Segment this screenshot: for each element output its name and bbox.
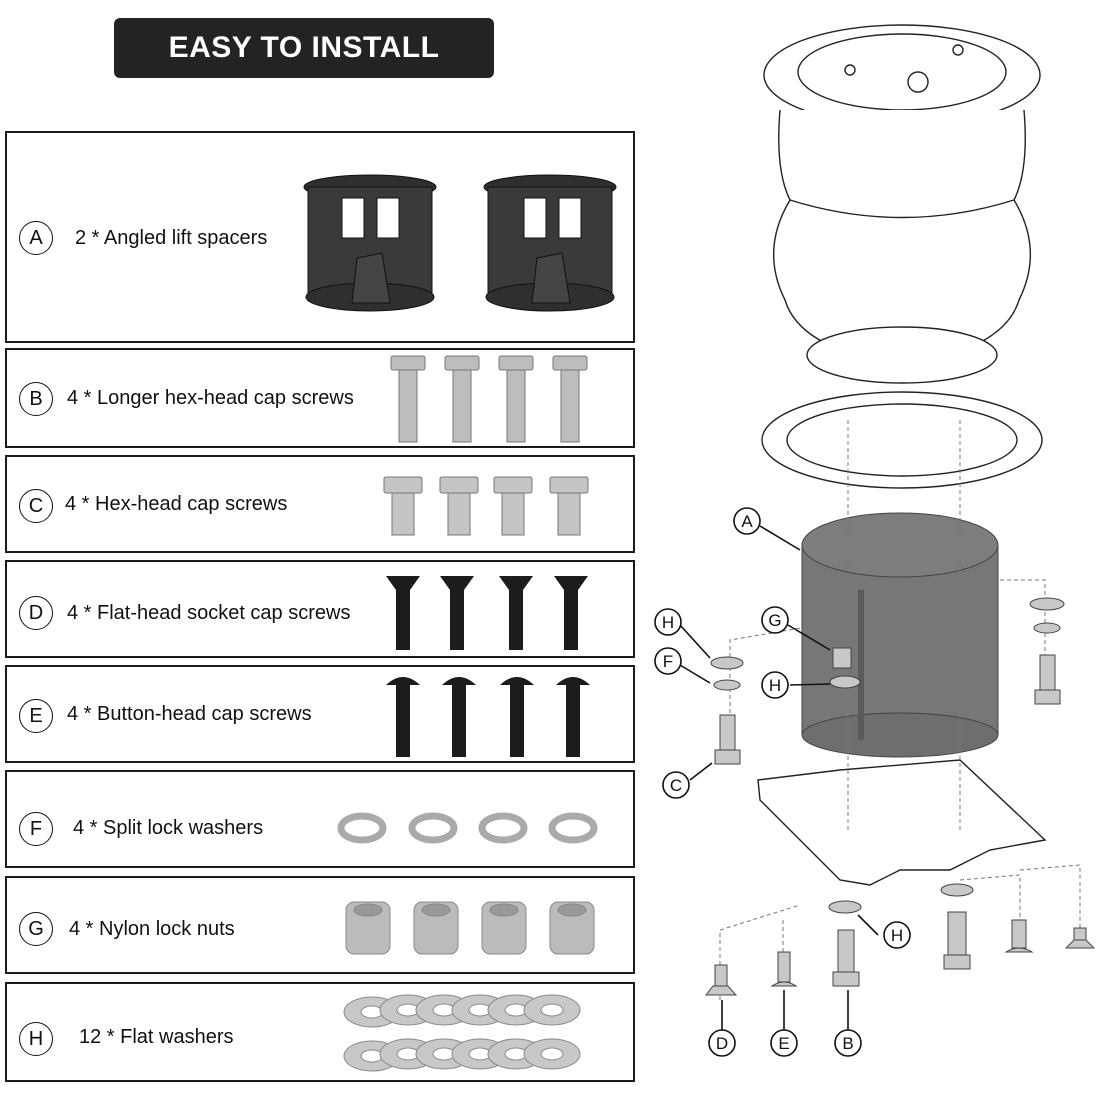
callout-arrows bbox=[679, 525, 879, 1030]
part-row-d: D 4 * Flat-head socket cap screws bbox=[5, 560, 635, 658]
nylon-lock-nut-icon bbox=[345, 901, 595, 955]
hardware-illustration bbox=[704, 597, 1096, 996]
callout-circle bbox=[761, 606, 789, 634]
callout-circle bbox=[662, 771, 690, 799]
callout-circle bbox=[654, 647, 682, 675]
callout-b: B bbox=[842, 1034, 853, 1053]
callout-h: H bbox=[769, 676, 781, 695]
part-letter-badge: H bbox=[19, 1022, 53, 1056]
part-letter-badge: D bbox=[19, 596, 53, 630]
callout-e: E bbox=[778, 1034, 789, 1053]
callout-f: F bbox=[663, 652, 673, 671]
frame-plate-illustration bbox=[757, 759, 1047, 886]
long-hex-screw-icon bbox=[390, 355, 588, 443]
part-label: 4 * Split lock washers bbox=[73, 817, 264, 839]
part-letter-badge: B bbox=[19, 382, 53, 416]
callout-circle bbox=[654, 608, 682, 636]
callout-circle bbox=[883, 921, 911, 949]
callout-h: H bbox=[891, 926, 903, 945]
banner-title: EASY TO INSTALL bbox=[168, 31, 440, 64]
part-label: 4 * Button-head cap screws bbox=[67, 703, 312, 725]
exploded-assembly-diagram: A H F C G H H D E B bbox=[654, 24, 1096, 1057]
callout-circle bbox=[733, 507, 761, 535]
air-spring-illustration bbox=[761, 24, 1043, 489]
part-row-g: G 4 * Nylon lock nuts bbox=[5, 876, 635, 974]
part-row-e: E 4 * Button-head cap screws bbox=[5, 665, 635, 763]
hex-screw-icon bbox=[383, 476, 589, 536]
part-label: 4 * Hex-head cap screws bbox=[65, 493, 288, 515]
spacer-illustration bbox=[801, 512, 999, 758]
part-label: 4 * Nylon lock nuts bbox=[69, 918, 235, 940]
lift-spacer-icon bbox=[303, 174, 617, 312]
callout-circle bbox=[834, 1029, 862, 1057]
callout-c: C bbox=[670, 776, 682, 795]
part-label: 12 * Flat washers bbox=[79, 1026, 234, 1048]
part-row-h: H 12 * Flat washers bbox=[5, 982, 635, 1082]
callout-d: D bbox=[716, 1034, 728, 1053]
part-letter-badge: F bbox=[19, 812, 53, 846]
easy-to-install-banner: EASY TO INSTALL bbox=[114, 18, 494, 78]
button-head-screw-icon bbox=[386, 677, 590, 757]
part-letter-badge: G bbox=[19, 912, 53, 946]
part-row-c: C 4 * Hex-head cap screws bbox=[5, 455, 635, 553]
callout-circle bbox=[708, 1029, 736, 1057]
flat-washer-icon bbox=[343, 994, 581, 1072]
part-row-a: A 2 * Angled lift spacers bbox=[5, 131, 635, 343]
callout-g: G bbox=[768, 611, 781, 630]
part-label: 2 * Angled lift spacers bbox=[75, 227, 268, 249]
callout-a: A bbox=[741, 512, 753, 531]
part-letter-badge: E bbox=[19, 699, 53, 733]
part-label: 4 * Flat-head socket cap screws bbox=[67, 602, 351, 624]
split-lock-washer-icon bbox=[337, 812, 598, 844]
callout-h: H bbox=[662, 613, 674, 632]
part-row-f: F 4 * Split lock washers bbox=[5, 770, 635, 868]
callout-circle bbox=[770, 1029, 798, 1057]
callout-circle bbox=[761, 671, 789, 699]
part-letter-badge: A bbox=[19, 221, 53, 255]
part-row-b: B 4 * Longer hex-head cap screws bbox=[5, 348, 635, 448]
part-label: 4 * Longer hex-head cap screws bbox=[67, 387, 354, 409]
part-letter-badge: C bbox=[19, 489, 53, 523]
flat-head-screw-icon bbox=[386, 576, 588, 650]
